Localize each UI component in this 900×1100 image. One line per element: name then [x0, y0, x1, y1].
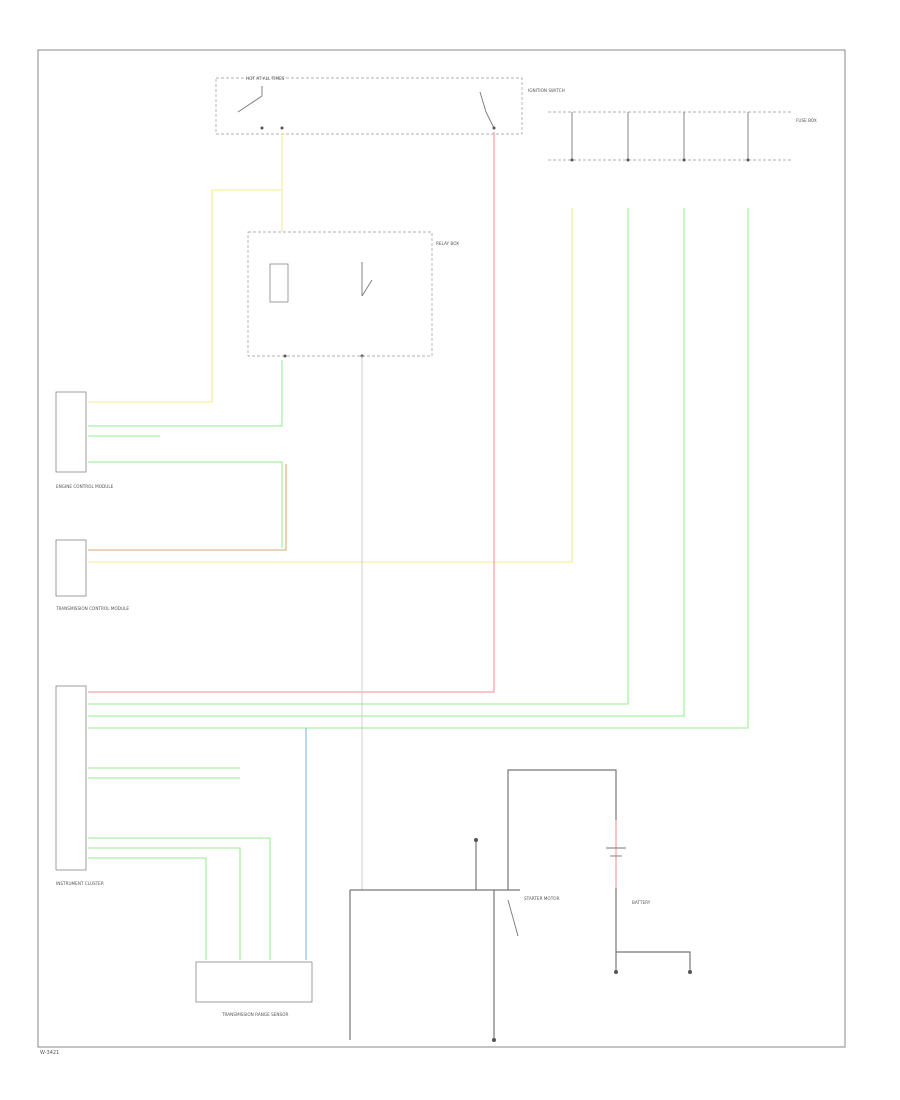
- ignition-switch-box: HOT AT ALL TIMES IGNITION SWITCH: [215, 76, 565, 135]
- trs-label: TRANSMISSION RANGE SENSOR: [221, 1012, 288, 1017]
- diagram-frame: [37, 49, 846, 1048]
- transmission-range-sensor: TRANSMISSION RANGE SENSOR: [195, 961, 313, 1017]
- tcm-label: TRANSMISSION CONTROL MODULE: [55, 606, 129, 611]
- fuse-box-label: FUSE BOX: [796, 118, 817, 123]
- engine-control-module: ENGINE CONTROL MODULE: [55, 391, 114, 489]
- wire-tan: [88, 464, 287, 551]
- fuse-box: FUSE BOX: [548, 111, 817, 162]
- wire-green: [88, 208, 749, 960]
- battery: BATTERY: [474, 838, 692, 1042]
- wire-pink: [88, 132, 617, 888]
- relay-box-label: RELAY BOX: [436, 241, 459, 246]
- starter-label: STARTER MOTOR: [524, 896, 560, 901]
- wire-black: [349, 769, 691, 1040]
- ignition-switch-label: IGNITION SWITCH: [528, 88, 565, 93]
- instrument-cluster-label: INSTRUMENT CLUSTER: [56, 881, 104, 886]
- footer-code: W-3421: [40, 1050, 59, 1056]
- hot-at-all-times-label: HOT AT ALL TIMES: [246, 76, 285, 81]
- instrument-cluster: INSTRUMENT CLUSTER: [55, 685, 104, 886]
- wire-yellow: [88, 132, 573, 563]
- battery-label: BATTERY: [632, 900, 651, 905]
- transmission-control-module: TRANSMISSION CONTROL MODULE: [55, 539, 129, 611]
- relay-box: RELAY BOX: [247, 231, 459, 358]
- starter-motor: STARTER MOTOR: [507, 896, 560, 937]
- ecm-label: ENGINE CONTROL MODULE: [56, 484, 114, 489]
